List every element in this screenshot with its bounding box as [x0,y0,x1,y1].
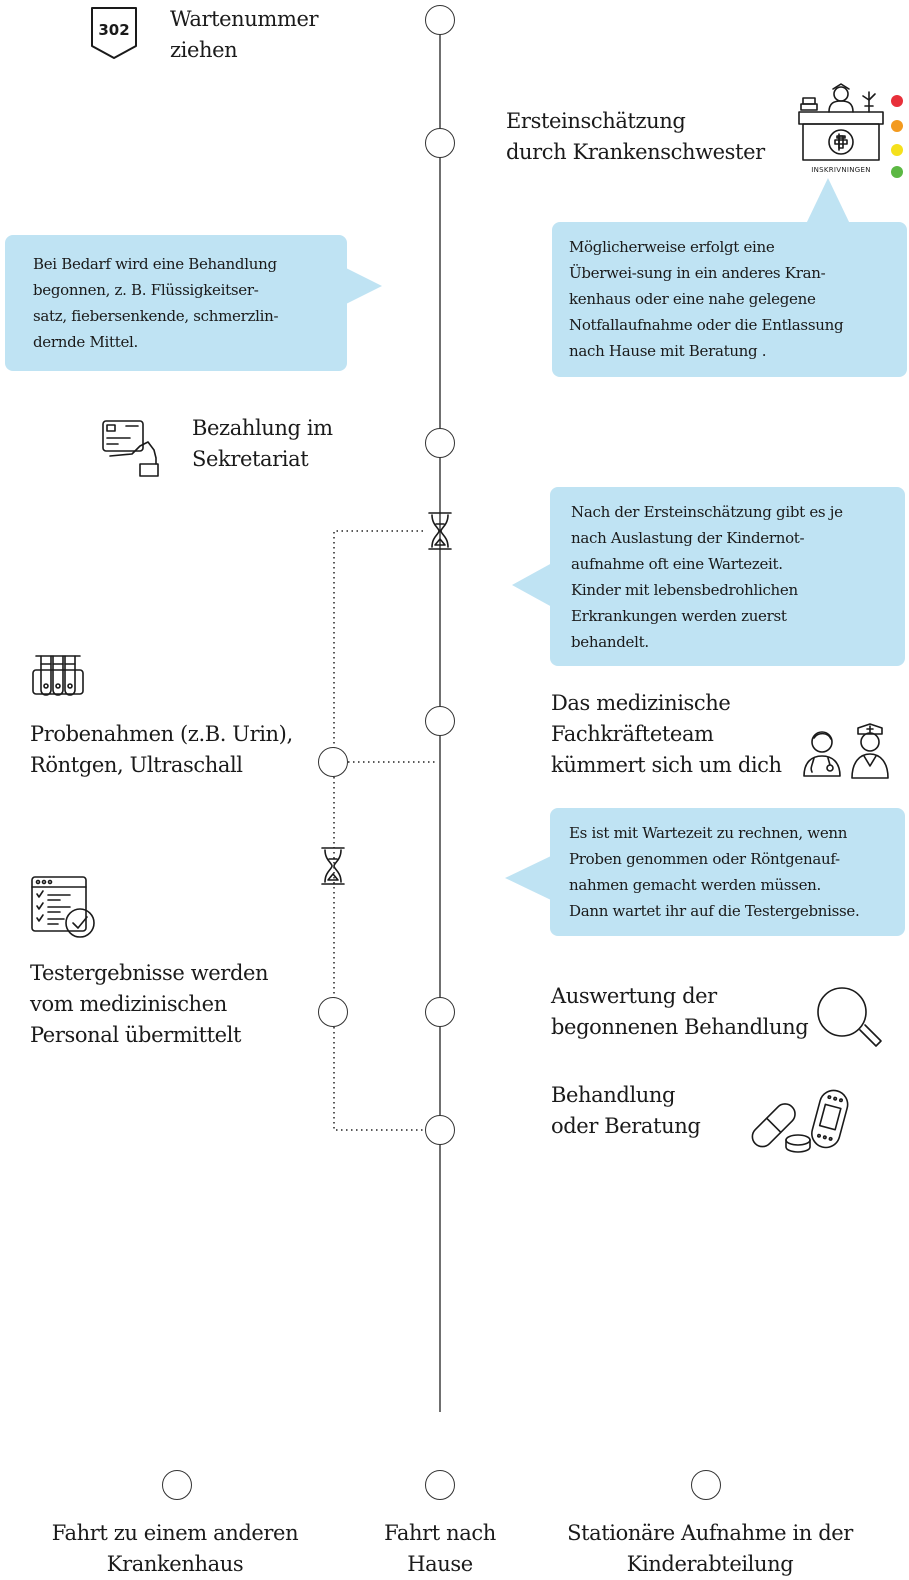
bubble-tail [346,268,382,304]
node-probenahmen [318,747,348,777]
desk-sign: INSKRIVNINGEN [811,166,871,174]
magnifier-icon [817,987,882,1047]
nurse-icon [828,83,854,113]
node-hause [425,1470,455,1500]
side-branch-dotted [333,530,424,1131]
bubble-tail [505,856,551,900]
bubble-tail [512,563,552,607]
triage-dot-yellow [891,144,903,156]
node-behandlung [425,1115,455,1145]
node-auswertung [425,997,455,1027]
ticket-icon: 302 [88,5,140,61]
bubble-tail [806,178,850,224]
node-fachkraefteteam [425,706,455,736]
triage-dot-orange [891,120,903,132]
node-ersteinschaetzung [425,128,455,158]
hourglass-icon [428,512,452,550]
hourglass-icon [321,847,345,885]
node-bezahlung [425,428,455,458]
credit-card-icon [102,420,159,477]
reception-desk-icon [798,83,884,161]
node-testergebnisse [318,997,348,1027]
node-stationaer [691,1470,721,1500]
node-wartenummer [425,5,455,35]
doctor-icon [803,723,889,779]
triage-dot-green [891,166,903,178]
triage-dot-red [891,95,903,107]
step-probenahmen: Probenahmen (z.B. Urin),Röntgen, Ultrasc… [30,722,293,777]
ticket-number: 302 [98,21,130,39]
checklist-icon [31,876,95,938]
node-krankenhaus [162,1470,192,1500]
test-tubes-icon [32,655,84,696]
timeline-lines [333,34,441,1412]
pills-icon [751,1089,849,1153]
